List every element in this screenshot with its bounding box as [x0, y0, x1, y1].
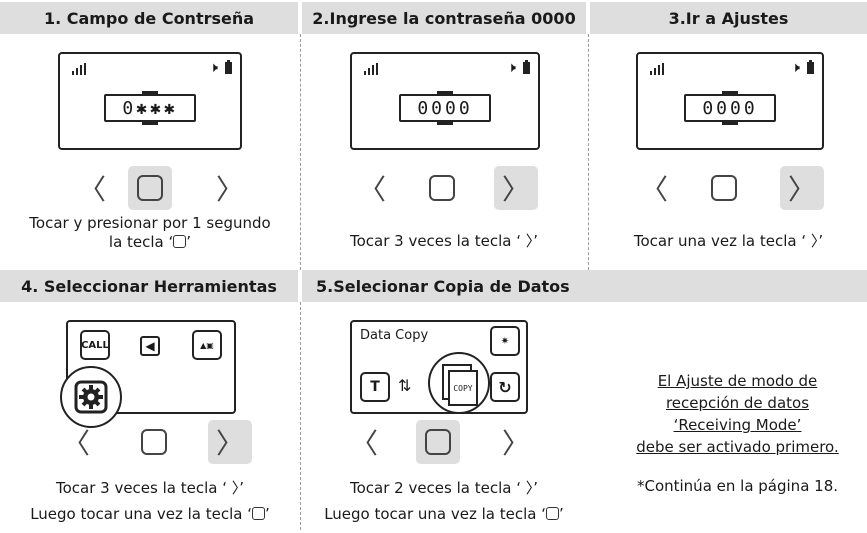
password-field: 0✱✱✱ [104, 94, 196, 122]
copy-icon: COPY [428, 352, 490, 414]
divider [300, 302, 301, 530]
call-icon: CALL [80, 330, 110, 360]
password-field: 0000 [399, 94, 491, 122]
square-key-icon [711, 175, 737, 201]
step-2-header: 2.Ingrese la contraseña 0000 [302, 2, 586, 34]
device-screen: 🕨 0000 [636, 52, 824, 150]
center-key[interactable] [416, 420, 460, 464]
square-key-icon [546, 507, 560, 520]
screen-label: Data Copy [360, 328, 429, 343]
copy-label: COPY [448, 370, 478, 406]
center-key[interactable] [128, 166, 172, 210]
battery-icon [225, 60, 232, 74]
step-5-caption: Tocar 2 veces la tecla ‘ 〉’ Luego tocar … [324, 479, 564, 523]
step-4-caption: Tocar 3 veces la tecla ‘ 〉’ Luego tocar … [30, 479, 270, 523]
center-key[interactable] [420, 166, 464, 210]
divider [300, 34, 301, 270]
battery-icon [523, 60, 530, 74]
step-5-header: 5.Selecionar Copia de Datos [302, 270, 867, 302]
square-key-icon [425, 429, 451, 455]
divider [588, 34, 589, 270]
step-1-header: 1. Campo de Contrseña [0, 2, 298, 34]
device-screen: 🕨 0✱✱✱ [58, 52, 242, 150]
prev-key[interactable]: 〈 [349, 427, 378, 460]
prev-key[interactable]: 〈 [61, 427, 90, 460]
continue-note: *Continúa en la página 18. [636, 477, 839, 495]
next-key[interactable]: 〉 [208, 420, 252, 464]
device-screen: 🕨 0000 [350, 52, 540, 150]
signal-icon [364, 63, 380, 75]
square-key-icon [141, 429, 167, 455]
mute-speaker-icon: 🕨 [791, 60, 800, 76]
signal-icon [72, 63, 88, 75]
battery-icon [807, 60, 814, 74]
next-key[interactable]: 〉 [494, 166, 538, 210]
square-key-icon [137, 175, 163, 201]
square-key-icon [173, 235, 187, 248]
mute-speaker-icon: 🕨 [209, 60, 218, 76]
data-transfer-icon: ⇅ [398, 376, 412, 395]
gear-icon: ✷ [490, 326, 520, 356]
receiving-mode-note: El Ajuste de modo de recepción de datos … [636, 372, 839, 456]
refresh-icon: ↻ [490, 372, 520, 402]
prev-key[interactable]: 〈 [77, 173, 106, 206]
text-icon: T [360, 372, 390, 402]
next-key[interactable]: 〉 [215, 173, 244, 206]
mute-speaker-icon: 🕨 [507, 60, 516, 76]
password-field: 0000 [684, 94, 776, 122]
next-key[interactable]: 〉 [501, 427, 530, 460]
step-3-caption: Tocar una vez la tecla ‘ 〉’ [633, 232, 824, 250]
signal-icon [650, 63, 666, 75]
prev-key[interactable]: 〈 [357, 173, 386, 206]
step-2-caption: Tocar 3 veces la tecla ‘ 〉’ [349, 232, 539, 250]
center-key[interactable] [702, 166, 746, 210]
prev-key[interactable]: 〈 [639, 173, 668, 206]
center-key[interactable] [132, 420, 176, 464]
step-1-caption: Tocar y presionar por 1 segundo la tecla… [29, 214, 271, 251]
phone-settings-icon: ▲▣ [192, 330, 222, 360]
speaker-icon: ◀ [140, 336, 160, 356]
square-key-icon [429, 175, 455, 201]
step-4-header: 4. Seleccionar Herramientas [0, 270, 298, 302]
gear-icon [60, 366, 122, 428]
next-key[interactable]: 〉 [780, 166, 824, 210]
square-key-icon [252, 507, 266, 520]
step-3-header: 3.Ir a Ajustes [590, 2, 867, 34]
